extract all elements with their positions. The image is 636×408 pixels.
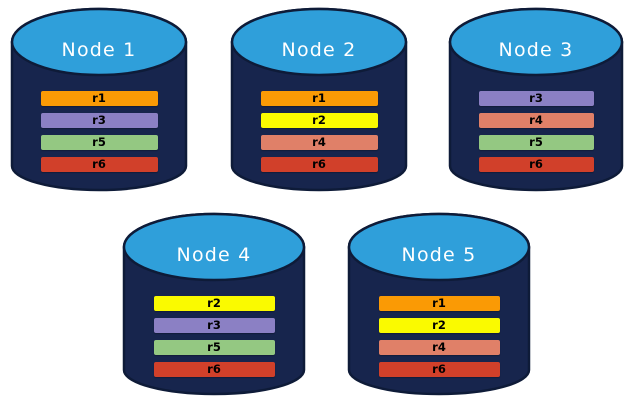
- replica-label: r5: [92, 134, 106, 149]
- replica-label: r4: [529, 112, 543, 127]
- replica-label: r6: [92, 156, 106, 171]
- replica-label: r6: [432, 361, 446, 376]
- replica-stack: r1 r3 r5 r6: [10, 91, 188, 172]
- replica-bar-r1[interactable]: r1: [40, 90, 158, 106]
- replica-label: r3: [529, 90, 543, 105]
- replica-bar-r2[interactable]: r2: [260, 112, 378, 128]
- replica-stack: r3 r4 r5 r6: [448, 91, 624, 172]
- replica-label: r6: [312, 156, 326, 171]
- replica-label: r4: [432, 339, 446, 354]
- cylinder-top-disc: [448, 7, 624, 77]
- replica-label: r6: [529, 156, 543, 171]
- replica-bar-r3[interactable]: r3: [153, 317, 275, 333]
- replica-bar-r6[interactable]: r6: [478, 156, 594, 172]
- replica-bar-r2[interactable]: r2: [378, 317, 500, 333]
- cylinder-top-disc: [10, 7, 188, 77]
- replica-label: r5: [529, 134, 543, 149]
- cylinder-top-disc: [122, 212, 306, 282]
- replica-bar-r1[interactable]: r1: [378, 295, 500, 311]
- replica-label: r2: [432, 317, 446, 332]
- replica-label: r1: [432, 295, 446, 310]
- replica-bar-r3[interactable]: r3: [40, 112, 158, 128]
- replica-label: r4: [312, 134, 326, 149]
- replica-stack: r1 r2 r4 r6: [347, 296, 531, 377]
- replica-bar-r5[interactable]: r5: [478, 134, 594, 150]
- replica-bar-r1[interactable]: r1: [260, 90, 378, 106]
- cylinder-top-disc: [230, 7, 408, 77]
- replica-bar-r6[interactable]: r6: [378, 361, 500, 377]
- replica-label: r1: [312, 90, 326, 105]
- replica-bar-r5[interactable]: r5: [153, 339, 275, 355]
- replica-bar-r5[interactable]: r5: [40, 134, 158, 150]
- replica-label: r3: [92, 112, 106, 127]
- replica-label: r5: [207, 339, 221, 354]
- replica-bar-r3[interactable]: r3: [478, 90, 594, 106]
- replica-bar-r4[interactable]: r4: [478, 112, 594, 128]
- cylinder-top-disc: [347, 212, 531, 282]
- replica-bar-r6[interactable]: r6: [260, 156, 378, 172]
- replica-label: r6: [207, 361, 221, 376]
- replica-label: r1: [92, 90, 106, 105]
- replica-bar-r4[interactable]: r4: [378, 339, 500, 355]
- replica-bar-r6[interactable]: r6: [153, 361, 275, 377]
- replica-bar-r2[interactable]: r2: [153, 295, 275, 311]
- replica-stack: r1 r2 r4 r6: [230, 91, 408, 172]
- replica-bar-r4[interactable]: r4: [260, 134, 378, 150]
- replica-label: r2: [312, 112, 326, 127]
- replica-label: r2: [207, 295, 221, 310]
- replica-bar-r6[interactable]: r6: [40, 156, 158, 172]
- replica-label: r3: [207, 317, 221, 332]
- replica-stack: r2 r3 r5 r6: [122, 296, 306, 377]
